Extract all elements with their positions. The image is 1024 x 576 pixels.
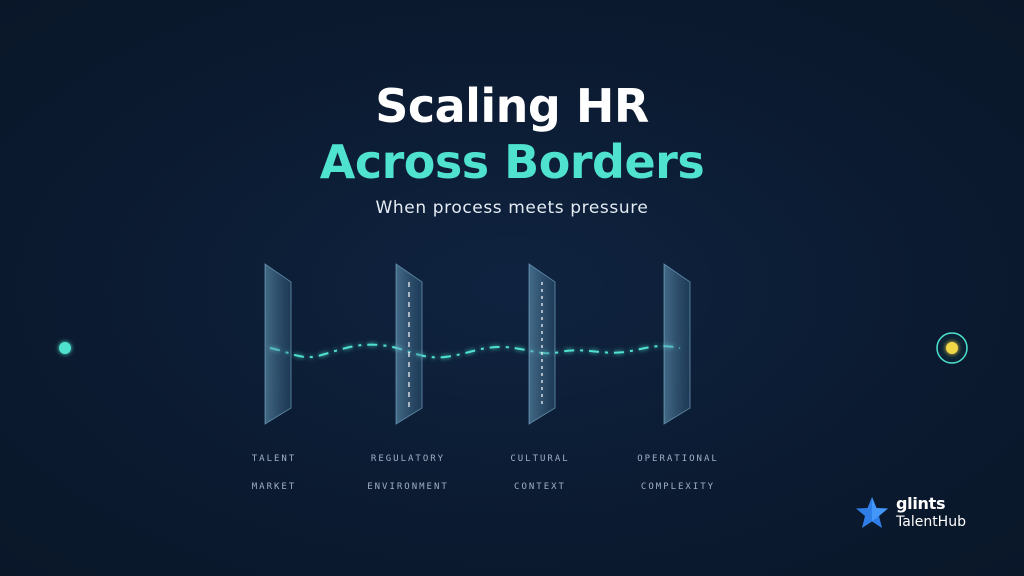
gate-talent-market — [264, 263, 292, 425]
end-point — [946, 342, 958, 354]
gate-regulatory-environment — [395, 263, 423, 425]
gate-cultural-context — [528, 263, 556, 425]
gate-label-cultural-context: CULTURAL CONTEXT — [510, 454, 570, 492]
brand-logo: glints TalentHub — [854, 493, 984, 533]
title-line-1: Scaling HR — [375, 79, 649, 133]
gate-label-operational-complexity: OPERATIONAL COMPLEXITY — [637, 454, 719, 492]
brand-name: glints — [896, 494, 946, 513]
gate-label-talent-market: TALENT MARKET — [251, 454, 297, 492]
star-icon — [856, 497, 888, 528]
gate-label-regulatory-environment: REGULATORY ENVIRONMENT — [367, 454, 449, 492]
subtitle: When process meets pressure — [375, 198, 649, 218]
title-line-2: Across Borders — [319, 135, 705, 189]
brand-product: TalentHub — [896, 514, 966, 530]
gate-operational-complexity — [663, 263, 691, 425]
dashed-wavy-path — [269, 343, 681, 359]
title: Scaling HR Across Borders — [0, 78, 1024, 190]
